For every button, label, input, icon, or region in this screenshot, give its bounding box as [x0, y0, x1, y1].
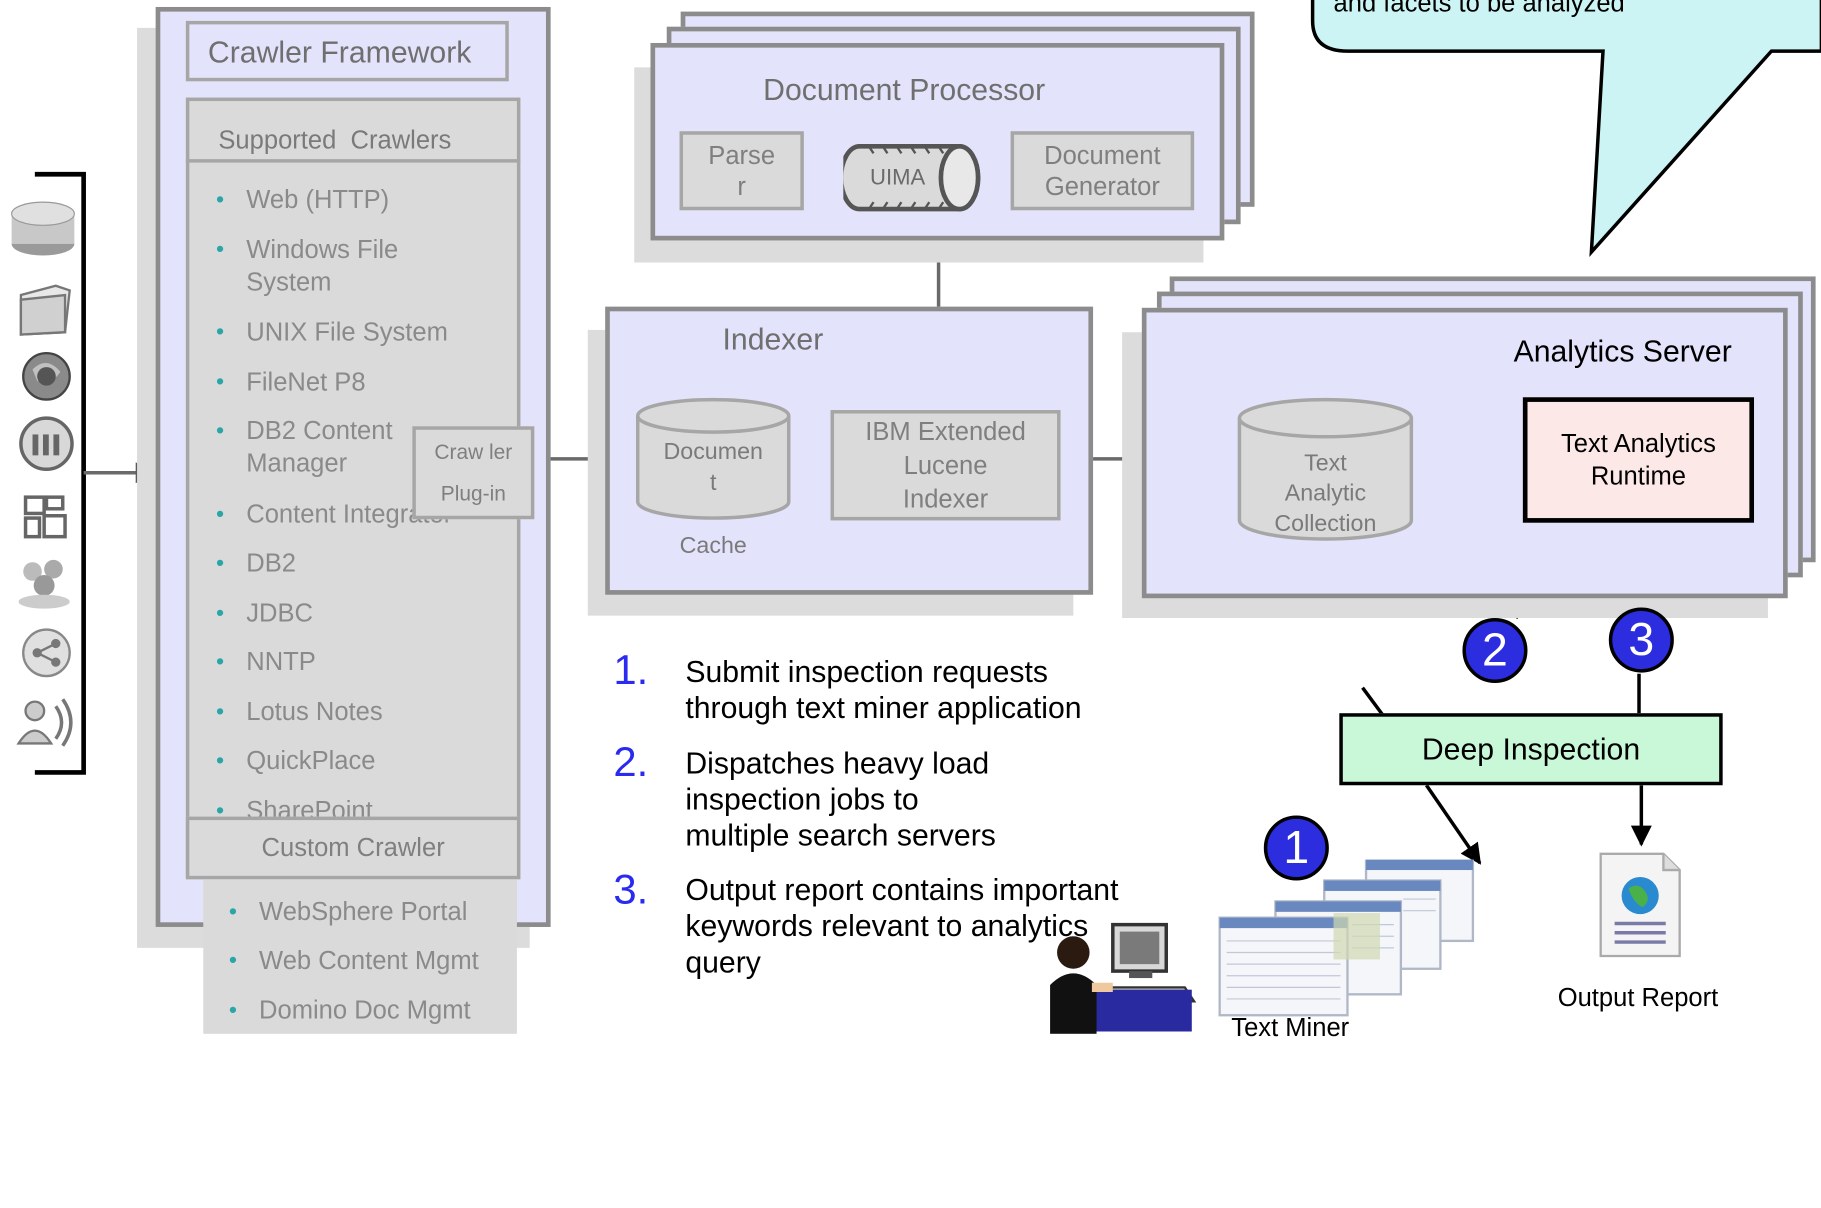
document-cache-cylinder-icon — [635, 397, 791, 520]
people-group-icon — [18, 559, 70, 609]
callout-text: and facets to be analyzed — [1333, 0, 1625, 18]
text-analytic-collection-label: Text Analytic Collection — [1274, 450, 1377, 537]
document-processor-title: Document Processor — [763, 72, 1046, 107]
step-badge-3: 3 — [1608, 607, 1674, 673]
crawler-item: Lotus Notes — [211, 696, 383, 729]
step1-arrow — [1425, 784, 1482, 865]
supported-crawlers-header — [185, 98, 521, 163]
crawler-item: Windows File System — [211, 233, 398, 298]
lucene-indexer-box: IBM Extended Lucene Indexer — [830, 410, 1061, 521]
step-number-1: 1. — [613, 645, 649, 694]
supported-crawlers-title: Supported Crawlers — [218, 125, 452, 155]
user-at-computer-icon — [1050, 922, 1197, 1034]
step-text-2: Dispatches heavy load inspection jobs to… — [685, 745, 996, 853]
step-badge-1: 1 — [1263, 815, 1329, 881]
document-generator-box: Document Generator — [1010, 131, 1195, 211]
globe-browser-icon — [22, 351, 71, 401]
crawler-item: QuickPlace — [211, 745, 375, 778]
custom-crawler-item: Web Content Mgmt — [224, 944, 479, 977]
folder-icon — [19, 284, 71, 336]
database-icon — [11, 201, 75, 256]
text-analytic-collection-cylinder-icon — [1237, 397, 1414, 541]
crawler-item: NNTP — [211, 646, 316, 679]
custom-crawler-title: Custom Crawler — [185, 816, 521, 880]
uima-cylinder-icon — [843, 144, 981, 212]
crawler-plugin-box: Craw ler Plug-in — [412, 426, 535, 520]
crawler-item: SharePoint — [211, 795, 373, 817]
step1-line-top — [1361, 686, 1384, 716]
step-badge-2: 2 — [1462, 617, 1528, 684]
crawler-item: DB2 — [211, 547, 296, 580]
network-hub-icon — [19, 416, 74, 472]
data-source-icons — [0, 197, 81, 755]
custom-crawler-panel: WebSphere Portal Web Content Mgmt Domino… — [203, 879, 517, 1034]
crawler-item: Web (HTTP) — [211, 184, 389, 217]
deep-inspection-box: Deep Inspection — [1339, 713, 1723, 786]
output-report-label: Output Report — [1557, 982, 1719, 1012]
custom-crawler-item: WebSphere Portal — [224, 896, 468, 929]
output-report-document-icon — [1599, 852, 1681, 958]
text-miner-label: Text Miner — [1231, 1012, 1350, 1042]
crawler-list-viewport: Web (HTTP) Windows File System UNIX File… — [191, 163, 516, 817]
analytics-server-title: Analytics Server — [1513, 333, 1732, 369]
content-manager-icon — [23, 495, 67, 539]
custom-crawler-item: Domino Doc Mgmt — [224, 994, 471, 1027]
text-analytics-runtime-box: Text Analytics Runtime — [1522, 397, 1755, 523]
step-text-1: Submit inspection requests through text … — [685, 653, 1082, 725]
crawler-framework-title-box — [185, 20, 509, 82]
crawler-framework-title: Crawler Framework — [207, 34, 472, 70]
indexer-title: Indexer — [722, 321, 824, 357]
document-cache-label: Documen t Cache — [663, 439, 763, 559]
crawler-item: FileNet P8 — [211, 366, 366, 399]
uima-label: UIMA — [870, 166, 926, 191]
crawler-item: JDBC — [211, 597, 313, 630]
share-icon — [22, 628, 71, 678]
text-miner-screens-icon — [1218, 859, 1475, 1017]
user-speaking-icon — [16, 698, 73, 747]
step-number-3: 3. — [613, 865, 649, 914]
callout-bubble — [1310, 0, 1821, 257]
crawler-item: UNIX File System — [211, 316, 448, 349]
parser-box: Parse r — [679, 131, 804, 211]
step-number-2: 2. — [613, 737, 649, 786]
crawler-item: DB2 Content Manager — [211, 415, 393, 480]
